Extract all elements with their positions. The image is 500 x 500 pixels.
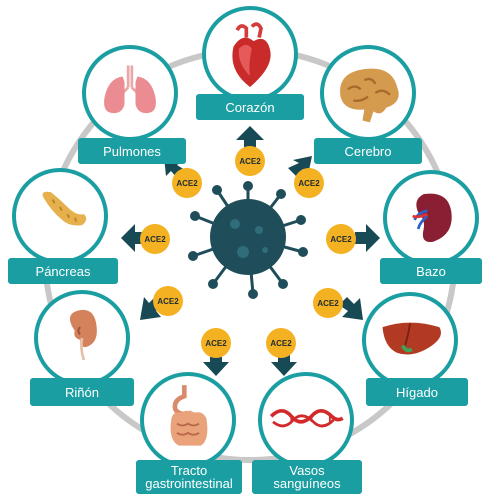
spleen-icon [412,193,452,243]
ace2-badge-rinon: ACE2 [153,286,183,316]
organ-circle-rinon [34,290,130,386]
ace2-badge-pancreas: ACE2 [140,224,170,254]
ace2-badge-tracto: ACE2 [201,328,231,358]
organ-label-bazo: Bazo [380,258,482,284]
arrow-to-tracto [203,350,229,376]
arrow-to-vasos [271,350,297,376]
liver-icon [382,322,441,355]
organ-label-tracto-line2: gastrointestinal [145,476,233,491]
arrow-to-pancreas [121,224,146,252]
ace2-badge-pulmones: ACE2 [172,168,202,198]
ace2-badge-cerebro: ACE2 [294,168,324,198]
pancreas-icon [42,191,87,226]
organ-circle-pancreas [12,168,108,264]
kidney-icon [69,309,97,361]
gastrointestinal-tract-icon [170,385,208,446]
blood-vessels-icon [269,409,344,428]
arrow-to-bazo [355,224,380,252]
organ-circle-tracto [140,372,236,468]
lungs-icon [104,65,156,114]
organ-circle-pulmones [82,45,178,141]
organ-label-tracto-line1: Tracto [170,463,208,478]
ace2-badge-vasos: ACE2 [266,328,296,358]
organ-circle-vasos [258,372,354,468]
organ-label-vasos: Vasos sanguíneos [252,460,362,494]
organ-label-pulmones: Pulmones [78,138,186,164]
arrow-to-corazon [236,126,264,150]
organ-label-tracto: Tracto gastrointestinal [136,460,242,494]
ace2-badge-higado: ACE2 [313,288,343,318]
organ-label-cerebro: Cerebro [314,138,422,164]
organ-label-higado: Hígado [366,378,468,406]
brain-icon [340,68,399,123]
organ-label-corazon: Corazón [196,94,304,120]
ace2-badge-corazon: ACE2 [235,146,265,176]
organ-label-pancreas: Páncreas [8,258,118,284]
organ-circle-cerebro [320,45,416,141]
arrow-to-higado [339,297,363,320]
organ-circle-corazon [202,6,298,102]
organ-circle-bazo [383,170,479,266]
organ-label-vasos-line1: Vasos [289,463,325,478]
organ-circle-higado [362,292,458,388]
organ-label-rinon: Riñón [30,378,134,406]
virus-icon [188,181,308,299]
heart-icon [232,22,271,87]
organ-label-vasos-line2: sanguíneos [273,476,341,491]
ace2-badge-bazo: ACE2 [326,224,356,254]
